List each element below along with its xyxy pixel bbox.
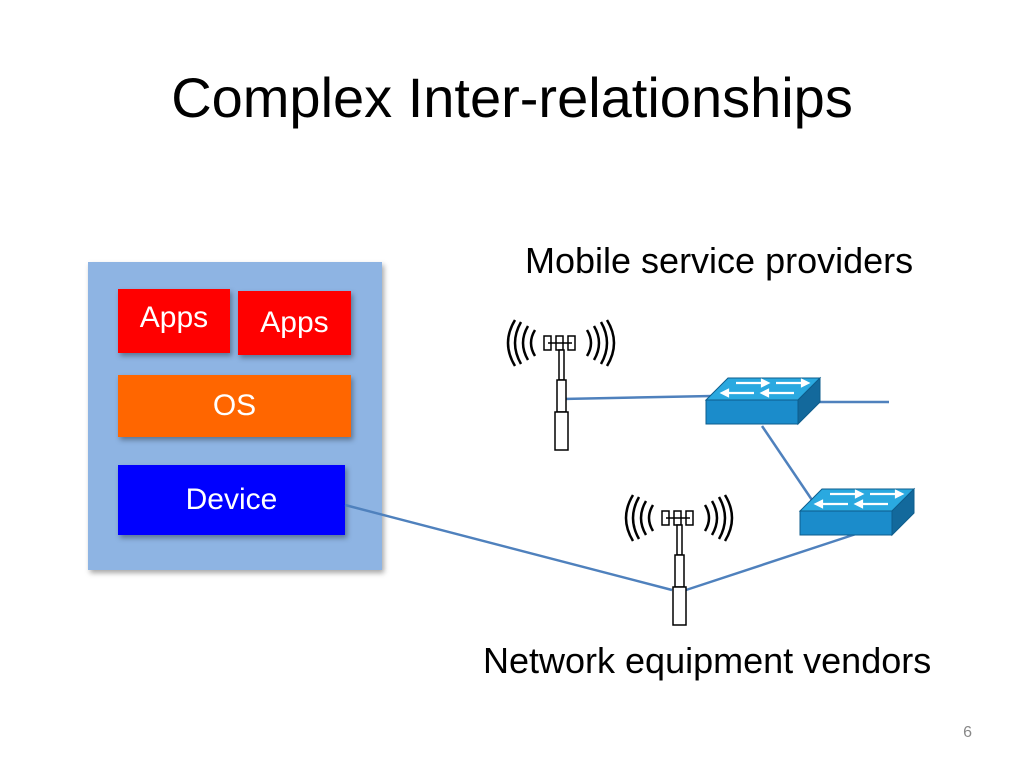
network-equipment-vendors-label: Network equipment vendors <box>483 640 932 681</box>
os-box: OS <box>118 375 351 437</box>
slide-number: 6 <box>963 724 972 741</box>
connector-tower1-switch1 <box>561 394 713 401</box>
cell-tower-icon <box>506 318 616 452</box>
apps-box-1-label: Apps <box>139 301 209 334</box>
connector-device-tower2 <box>344 503 673 592</box>
mobile-service-providers-label: Mobile service providers <box>525 240 914 281</box>
apps-box-2-label: Apps <box>260 306 329 339</box>
device-box: Device <box>118 465 345 535</box>
connector-switch2-tower2 <box>685 532 857 592</box>
cell-tower-icon <box>624 493 734 627</box>
os-box-label: OS <box>212 389 257 422</box>
apps-box-1: Apps <box>118 289 230 353</box>
connector-switch1-switch2 <box>760 425 814 501</box>
apps-box-2: Apps <box>238 291 351 355</box>
slide-title: Complex Inter-relationships <box>171 66 853 129</box>
network-switch-icon <box>704 376 822 426</box>
device-box-label: Device <box>185 483 278 516</box>
network-switch-icon <box>798 487 916 537</box>
